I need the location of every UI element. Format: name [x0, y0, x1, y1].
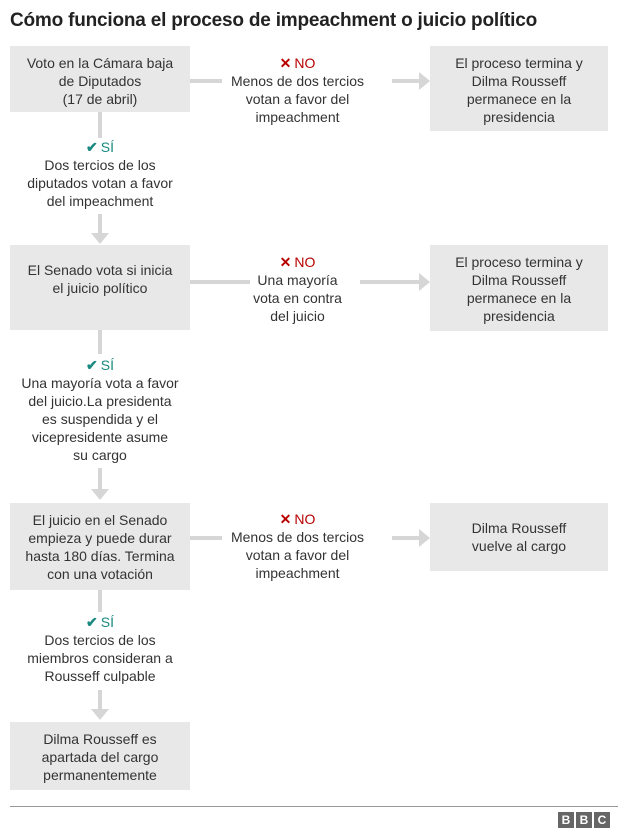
- cross-icon: ✕: [279, 55, 292, 71]
- no-label: ✕NO: [280, 511, 316, 527]
- connector-line: [190, 280, 250, 284]
- connector-line: [190, 536, 222, 540]
- step-2-no-result: El proceso termina y Dilma Rousseff perm…: [430, 245, 608, 331]
- step-1-no-branch: ✕NO Menos de dos tercios votan a favor de…: [215, 54, 380, 126]
- no-label: ✕NO: [280, 254, 316, 270]
- step-3-no-result: Dilma Rousseff vuelve al cargo: [430, 503, 608, 571]
- si-label: ✔SÍ: [86, 139, 114, 155]
- no-text: NO: [294, 511, 316, 527]
- step-1-si-text: Dos tercios de los diputados votan a fav…: [27, 157, 173, 209]
- footer-divider: [10, 806, 618, 807]
- step-1-box: Voto en la Cámara baja de Diputados (17 …: [10, 46, 190, 112]
- check-icon: ✔: [86, 614, 98, 630]
- connector-line: [98, 590, 102, 612]
- si-label: ✔SÍ: [86, 614, 114, 630]
- arrow-down-icon: [91, 489, 109, 500]
- step-1-no-result: El proceso termina y Dilma Rousseff perm…: [430, 46, 608, 131]
- si-text: SÍ: [100, 357, 114, 373]
- si-text: SÍ: [100, 139, 114, 155]
- connector-line: [98, 690, 102, 710]
- step-3-no-text: Menos de dos tercios votan a favor del i…: [230, 529, 365, 581]
- no-text: NO: [294, 254, 316, 270]
- step-3-no-branch: ✕NO Menos de dos tercios votan a favor de…: [215, 510, 380, 582]
- step-2-no-branch: ✕NO Una mayoría vota en contra del juicio: [245, 253, 350, 325]
- step-3-box: El juicio en el Senado empieza y puede d…: [10, 503, 190, 590]
- page-title: Cómo funciona el proceso de impeachment …: [10, 10, 538, 31]
- connector-line: [190, 79, 222, 83]
- si-text: SÍ: [100, 614, 114, 630]
- check-icon: ✔: [86, 139, 98, 155]
- check-icon: ✔: [86, 357, 98, 373]
- step-1-si-branch: ✔SÍ Dos tercios de los diputados votan a …: [10, 138, 190, 210]
- final-box: Dilma Rousseff es apartada del cargo per…: [10, 722, 190, 790]
- arrow-right-icon: [419, 273, 430, 291]
- si-label: ✔SÍ: [86, 357, 114, 373]
- step-2-box: El Senado vota si inicia el juicio polít…: [10, 245, 190, 330]
- step-2-si-text: Una mayoría vota a favor del juicio.La p…: [21, 375, 179, 463]
- arrow-right-icon: [419, 72, 430, 90]
- step-1-no-text: Menos de dos tercios votan a favor del i…: [230, 73, 365, 125]
- no-text: NO: [294, 55, 316, 71]
- step-2-no-text: Una mayoría vota en contra del juicio: [253, 272, 342, 324]
- cross-icon: ✕: [279, 254, 292, 270]
- connector-line: [392, 536, 420, 540]
- step-3-si-branch: ✔SÍ Dos tercios de los miembros considera…: [10, 613, 190, 685]
- connector-line: [98, 468, 102, 490]
- connector-line: [98, 330, 102, 354]
- cross-icon: ✕: [279, 511, 292, 527]
- connector-line: [98, 214, 102, 234]
- connector-line: [98, 112, 102, 138]
- connector-line: [392, 79, 420, 83]
- no-label: ✕NO: [280, 55, 316, 71]
- arrow-down-icon: [91, 709, 109, 720]
- step-2-si-branch: ✔SÍ Una mayoría vota a favor del juicio.L…: [5, 356, 195, 464]
- step-3-si-text: Dos tercios de los miembros consideran a…: [27, 632, 173, 684]
- connector-line: [360, 280, 420, 284]
- arrow-down-icon: [91, 233, 109, 244]
- arrow-right-icon: [419, 529, 430, 547]
